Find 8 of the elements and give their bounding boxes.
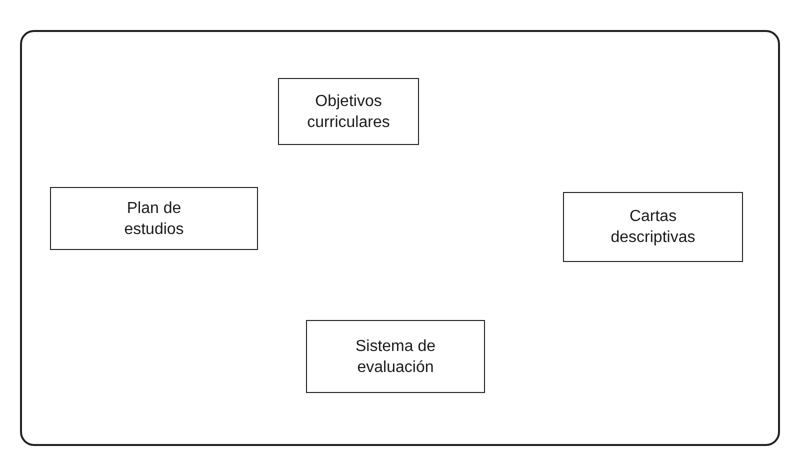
process-box (563, 192, 743, 262)
box-label: Cartas descriptivas (610, 207, 696, 248)
box-label: Plan de estudios (123, 198, 185, 240)
process-box (306, 320, 485, 393)
box-label: Objetivos curriculares (306, 92, 391, 132)
box-label: Sistema de evaluación (354, 336, 437, 378)
process-box (278, 78, 419, 145)
process-box (50, 187, 258, 250)
